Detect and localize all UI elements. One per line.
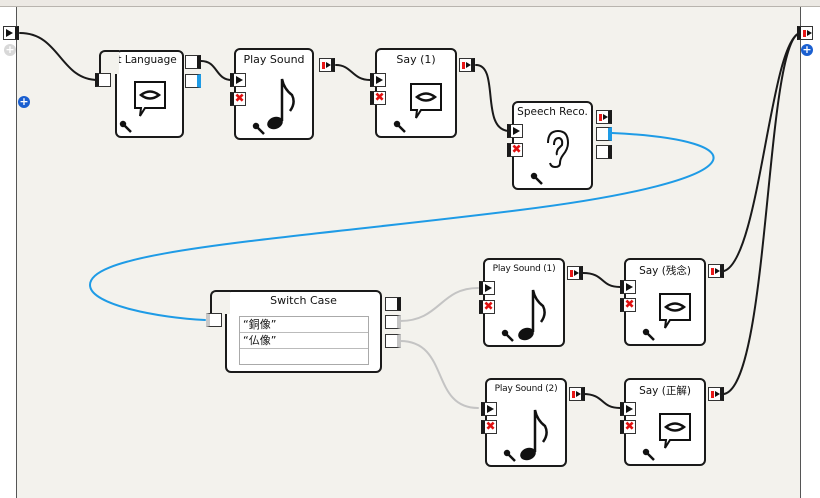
left-border [16,7,17,498]
set-language-onstart-port[interactable] [95,73,111,87]
say-seikai-onstopped-port[interactable] [708,387,724,401]
speech-reco-box[interactable]: Speech Reco. [512,101,593,190]
play-sound-2-onstopped-port[interactable] [569,387,585,401]
wrench-icon[interactable] [530,172,544,186]
switch-case-box[interactable]: Switch Case “銅像” “仏像” [225,290,382,373]
add-parameter-button[interactable]: + [18,95,30,108]
say-seikai-onstart-port[interactable] [620,402,636,416]
add-input-disabled-icon: + [4,43,16,56]
input-ports-panel [0,7,16,498]
set-language-output-port[interactable] [185,74,201,88]
speech-bubble-mouth-icon [410,83,442,119]
set-language-box[interactable]: Set Language [104,50,184,138]
box-title: Play Sound [243,53,305,66]
play-sound-1-onstop-port[interactable]: ✖ [479,300,495,314]
wrench-icon[interactable] [119,120,133,134]
wrench-icon[interactable] [393,120,407,134]
say-1-onstop-port[interactable]: ✖ [370,91,386,105]
say-1-onstart-port[interactable] [370,73,386,87]
say-1-box[interactable]: Say (1) [375,48,457,138]
onstart-input-port[interactable] [3,26,19,40]
switch-case-default-port[interactable] [385,297,401,311]
top-toolbar-edge [0,0,820,7]
say-zannen-onstopped-port[interactable] [708,264,724,278]
say-zannen-box[interactable]: Say (残念) [624,258,706,346]
say-seikai-onstop-port[interactable]: ✖ [620,420,636,434]
play-sound-onstopped-port[interactable] [319,58,335,72]
case-list: “銅像” “仏像” [239,316,369,365]
box-title: Set Language [104,54,177,66]
play-sound-1-onstopped-port[interactable] [567,266,583,280]
box-tab [99,50,119,74]
switch-case-output-1-port[interactable] [385,315,401,329]
music-note-icon [267,78,295,130]
set-language-onready-port[interactable] [185,55,201,69]
speech-bubble-mouth-icon [659,413,691,449]
play-sound-2-box[interactable]: Play Sound (2) [485,378,567,467]
music-note-icon [520,409,548,461]
say-zannen-onstop-port[interactable]: ✖ [620,298,636,312]
case-item[interactable]: “仏像” [240,333,368,349]
switch-case-input-port[interactable] [206,313,222,327]
speech-reco-onstop-port[interactable]: ✖ [507,143,523,157]
case-item[interactable]: “銅像” [240,317,368,333]
box-title: Play Sound (1) [492,264,556,274]
play-sound-1-onstart-port[interactable] [479,281,495,295]
say-seikai-box[interactable]: Say (正解) [624,378,706,466]
wrench-icon[interactable] [252,122,266,136]
box-title: Say (正解) [639,385,691,397]
box-title: Say (1) [396,53,436,66]
speech-reco-word-recognized-port[interactable] [596,127,612,141]
say-zannen-onstart-port[interactable] [620,280,636,294]
play-sound-2-onstart-port[interactable] [481,402,497,416]
speech-bubble-mouth-icon [659,293,691,329]
wrench-icon[interactable] [501,329,515,343]
music-note-icon [518,289,546,341]
onstopped-output-port[interactable] [797,26,813,40]
box-title: Speech Reco. [517,106,588,118]
add-output-button[interactable]: + [801,43,813,56]
wrench-icon[interactable] [503,449,517,463]
speech-reco-onstart-port[interactable] [507,124,523,138]
speech-reco-onstopped-port[interactable] [596,110,612,124]
say-1-onstopped-port[interactable] [459,58,475,72]
wrench-icon[interactable] [642,448,656,462]
box-title: Play Sound (2) [494,384,558,394]
play-sound-2-onstop-port[interactable]: ✖ [481,420,497,434]
box-title: Say (残念) [639,265,691,277]
switch-case-output-2-port[interactable] [385,334,401,348]
speech-reco-onnothing-port[interactable] [596,145,612,159]
speech-bubble-mouth-icon [134,81,166,117]
case-item[interactable] [240,349,368,364]
play-sound-onstop-port[interactable]: ✖ [230,92,246,106]
wrench-icon[interactable] [642,328,656,342]
box-title: Switch Case [270,294,337,307]
box-tab [210,290,230,314]
output-ports-panel [801,7,820,498]
play-sound-1-box[interactable]: Play Sound (1) [483,258,565,347]
play-sound-onstart-port[interactable] [230,73,246,87]
ear-icon [547,129,570,169]
play-sound-box[interactable]: Play Sound [234,48,314,140]
